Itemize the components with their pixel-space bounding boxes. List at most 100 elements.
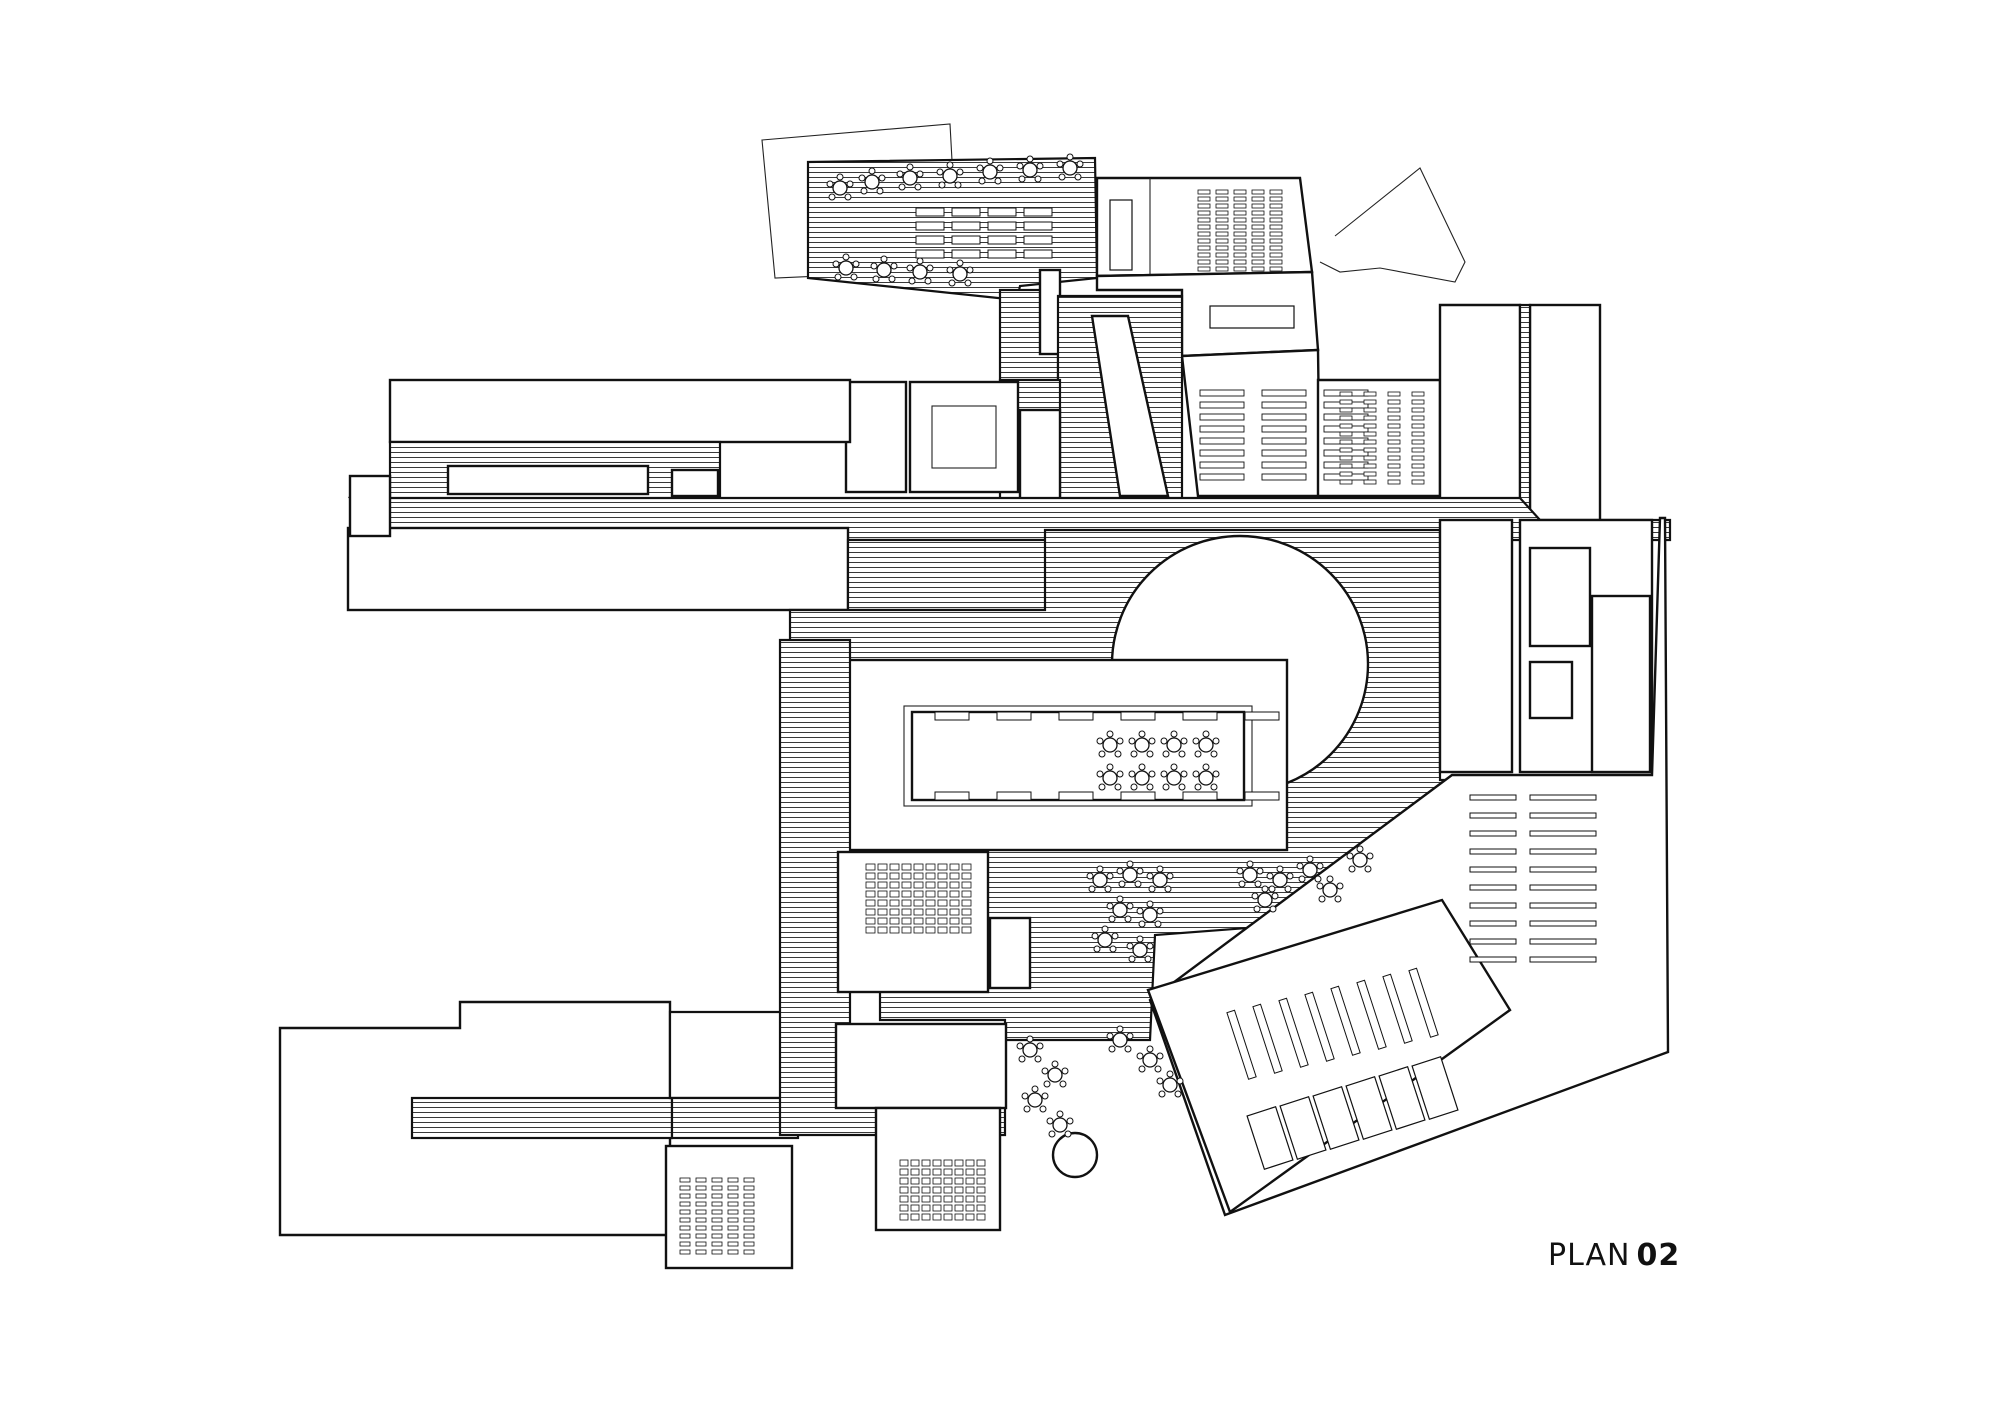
seat [889,926,900,934]
seat [1269,196,1283,202]
round-table [942,168,958,184]
seat [1411,447,1425,453]
chair [1176,1077,1184,1085]
chair [908,277,916,285]
chair [986,157,994,165]
chair [1026,155,1034,163]
seat [899,1177,909,1185]
meeting-table [1209,305,1295,329]
round-table [1198,770,1214,786]
seat [743,1241,755,1247]
seat [1339,463,1353,469]
seat [921,1204,931,1212]
chair [1039,1105,1047,1113]
chair [1101,925,1109,933]
seat [976,1186,986,1194]
study-booth [1345,1075,1393,1141]
round-table [1352,852,1368,868]
chair [1210,750,1218,758]
seat [711,1225,723,1231]
seat [976,1195,986,1203]
round-table [1097,932,1113,948]
seat [743,1209,755,1215]
seat [1197,196,1211,202]
seat [865,908,876,916]
seat [1233,217,1247,223]
chair [1160,770,1168,778]
chair [1154,1065,1162,1073]
seat [1411,455,1425,461]
seat [901,890,912,898]
seat [921,1177,931,1185]
seat [961,899,972,907]
round-table [902,170,918,186]
chair [924,277,932,285]
chair [1170,763,1178,771]
seat [1387,391,1401,397]
seat [961,872,972,880]
chair [1056,160,1064,168]
chair [1116,1025,1124,1033]
chair [1026,1035,1034,1043]
desk [1058,791,1094,801]
bookshelf [1304,991,1335,1062]
desk [1058,711,1094,721]
chair [1162,750,1170,758]
seat [877,863,888,871]
plan-label-prefix: PLAN [1548,1238,1631,1273]
round-table [1102,770,1118,786]
seat [1233,259,1247,265]
chair [1136,867,1144,875]
chair [1194,750,1202,758]
chair [1036,1042,1044,1050]
seat [1363,423,1377,429]
seat [1251,196,1265,202]
seat [1197,231,1211,237]
chair [1128,770,1136,778]
seat [1411,463,1425,469]
chair [1066,153,1074,161]
seat [865,917,876,925]
seat [743,1233,755,1239]
seat [1363,463,1377,469]
chair [916,170,924,178]
round-table [1022,162,1038,178]
desk [996,711,1032,721]
chair [1202,763,1210,771]
round-table [832,180,848,196]
seat [877,872,888,880]
plan-label-number: 02 [1636,1238,1681,1273]
seat [954,1204,964,1212]
seat [1251,252,1265,258]
chair [1076,160,1084,168]
round-table [876,262,892,278]
chair [1146,750,1154,758]
chair [1336,882,1344,890]
chair [1194,783,1202,791]
bookshelf [1529,902,1597,909]
chair [846,180,854,188]
chair [1166,872,1174,880]
chair [1066,1117,1074,1125]
desk [1199,413,1245,421]
seat [901,899,912,907]
seat [711,1209,723,1215]
seat [1411,415,1425,421]
chair [914,183,922,191]
seat [695,1201,707,1207]
seat [910,1195,920,1203]
chair [1118,880,1126,888]
seat [1215,245,1229,251]
seat [965,1195,975,1203]
chair [1146,942,1154,950]
chair [1126,902,1134,910]
chair [1046,1117,1054,1125]
round-table [1122,867,1138,883]
chair [1146,900,1154,908]
chair [1256,867,1264,875]
seat [889,863,900,871]
seat [1363,455,1377,461]
chair [1154,920,1162,928]
seat [965,1186,975,1194]
desk [915,207,945,217]
